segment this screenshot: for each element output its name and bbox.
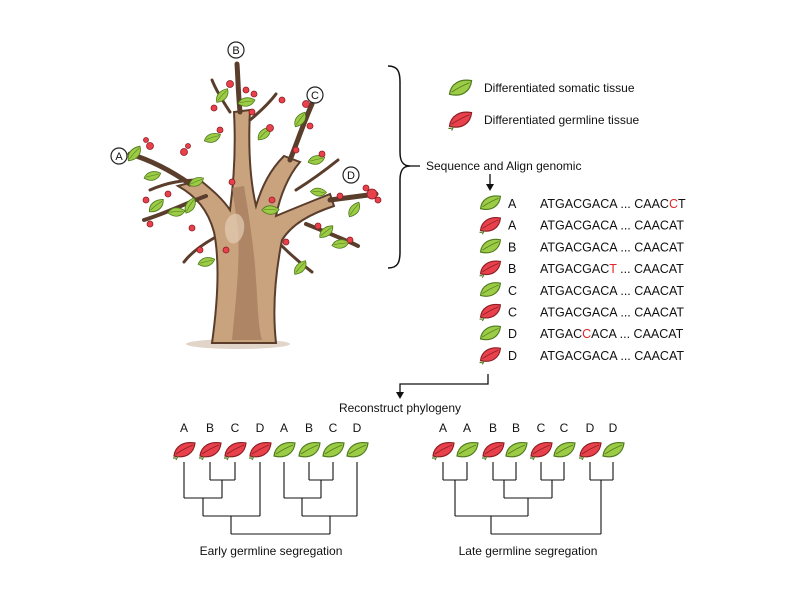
germline-leaf-icon (431, 441, 455, 461)
tip-label: B (305, 421, 313, 435)
somatic-leaf-icon (448, 79, 473, 96)
germline-leaf-icon (478, 303, 502, 322)
branch-label-b: B (227, 41, 245, 59)
legend-somatic: Differentiated somatic tissue (484, 81, 635, 95)
somatic-leaf-icon (298, 441, 321, 458)
svg-text:A: A (115, 151, 123, 163)
somatic-leaf-icon (346, 441, 369, 458)
sequence-step-label: Sequence and Align genomic (426, 159, 581, 173)
branch-label: D (508, 327, 517, 341)
somatic-leaf-icon (505, 441, 528, 458)
somatic-leaf-icon (602, 441, 625, 458)
sequence-text: ATGACGACA ... CAACAT (540, 349, 684, 363)
branch-label: D (508, 349, 517, 363)
sequence-text: ATGACGACA ... CAACAT (540, 240, 684, 254)
mutation-base: C (669, 197, 678, 211)
somatic-leaf-icon (479, 238, 502, 254)
germline-leaf-icon (481, 441, 505, 461)
tip-label: B (206, 421, 214, 435)
tip-label: A (180, 421, 188, 435)
branch-label-d: D (342, 166, 360, 184)
sequence-text: ATGACCACA ... CAACAT (540, 327, 684, 341)
caption-early: Early germline segregation (200, 544, 343, 558)
germline-leaf-icon (478, 217, 502, 235)
branch-label-c: C (306, 86, 324, 104)
germline-leaf-icon (578, 441, 602, 461)
svg-text:C: C (311, 90, 319, 102)
germline-leaf-icon (172, 441, 196, 461)
alignment-row: C ATGACGACA ... CAACAT (478, 303, 684, 322)
branch-label-a: A (110, 147, 128, 165)
germline-leaf-icon (248, 441, 272, 461)
branch-label: B (508, 240, 516, 254)
sequence-text: ATGACGACT ... CAACAT (540, 262, 684, 276)
svg-text:D: D (347, 170, 355, 182)
tree-illustration: A B C D (110, 41, 382, 349)
tip-label: C (231, 421, 240, 435)
germline-leaf-icon (529, 441, 553, 461)
tip-label: C (329, 421, 338, 435)
somatic-leaf-icon (479, 325, 502, 341)
mutation-base: C (582, 327, 591, 341)
reconstruct-step-label: Reconstruct phylogeny (339, 401, 461, 415)
somatic-leaf-icon (479, 282, 502, 297)
alignment-row: A ATGACGACA ... CAACCT (479, 195, 686, 211)
legend: Differentiated somatic tissue Differenti… (447, 79, 640, 132)
branch-label: A (508, 197, 517, 211)
sequence-text: ATGACGACA ... CAACAT (540, 219, 684, 233)
tip-label: B (489, 421, 497, 435)
arrow-down-icon (396, 392, 404, 399)
sequence-text: ATGACGACA ... CAACAT (540, 306, 684, 320)
germline-leaf-icon (478, 347, 502, 365)
alignment-row: C ATGACGACA ... CAACAT (479, 282, 684, 298)
tip-label: C (560, 421, 569, 435)
sequence-alignment: A ATGACGACA ... CAACCT A ATGACGACA ... CAAC… (478, 195, 686, 365)
curly-brace (387, 65, 411, 269)
branch-label: C (508, 306, 517, 320)
tip-label: A (439, 421, 447, 435)
alignment-row: D ATGACGACA ... CAACAT (478, 347, 684, 365)
somatic-leaf-icon (553, 441, 576, 458)
svg-text:B: B (232, 45, 239, 57)
mutation-base: T (609, 262, 617, 276)
tip-label: A (463, 421, 471, 435)
tip-label: A (280, 421, 288, 435)
somatic-leaf-icon (273, 441, 296, 458)
legend-germline: Differentiated germline tissue (484, 113, 640, 127)
germline-leaf-icon (223, 441, 247, 461)
germline-leaf-icon (447, 111, 473, 132)
sequence-text: ATGACGACA ... CAACCT (540, 197, 686, 211)
alignment-row: B ATGACGACT ... CAACAT (478, 260, 684, 279)
tip-label: D (256, 421, 265, 435)
tip-label: D (609, 421, 618, 435)
alignment-row: A ATGACGACA ... CAACAT (478, 217, 684, 235)
somatic-leaf-icon (322, 441, 345, 458)
tip-label: D (586, 421, 595, 435)
arrow-down-icon (486, 184, 494, 191)
sequence-text: ATGACGACA ... CAACAT (540, 284, 684, 298)
somatic-leaf-icon (479, 195, 502, 211)
tip-label: C (537, 421, 546, 435)
somatic-leaf-icon (456, 441, 479, 458)
germline-leaf-icon (198, 441, 222, 461)
tip-label: B (512, 421, 520, 435)
branch-label: A (508, 219, 517, 233)
branch-label: B (508, 262, 516, 276)
alignment-row: B ATGACGACA ... CAACAT (479, 238, 684, 254)
caption-late: Late germline segregation (459, 544, 598, 558)
phylogeny-branches (183, 462, 358, 535)
alignment-row: D ATGACCACA ... CAACAT (479, 325, 684, 341)
branch-label: C (508, 284, 517, 298)
germline-leaf-icon (478, 260, 502, 279)
tip-label: D (353, 421, 362, 435)
phylogeny-branches (442, 462, 614, 535)
